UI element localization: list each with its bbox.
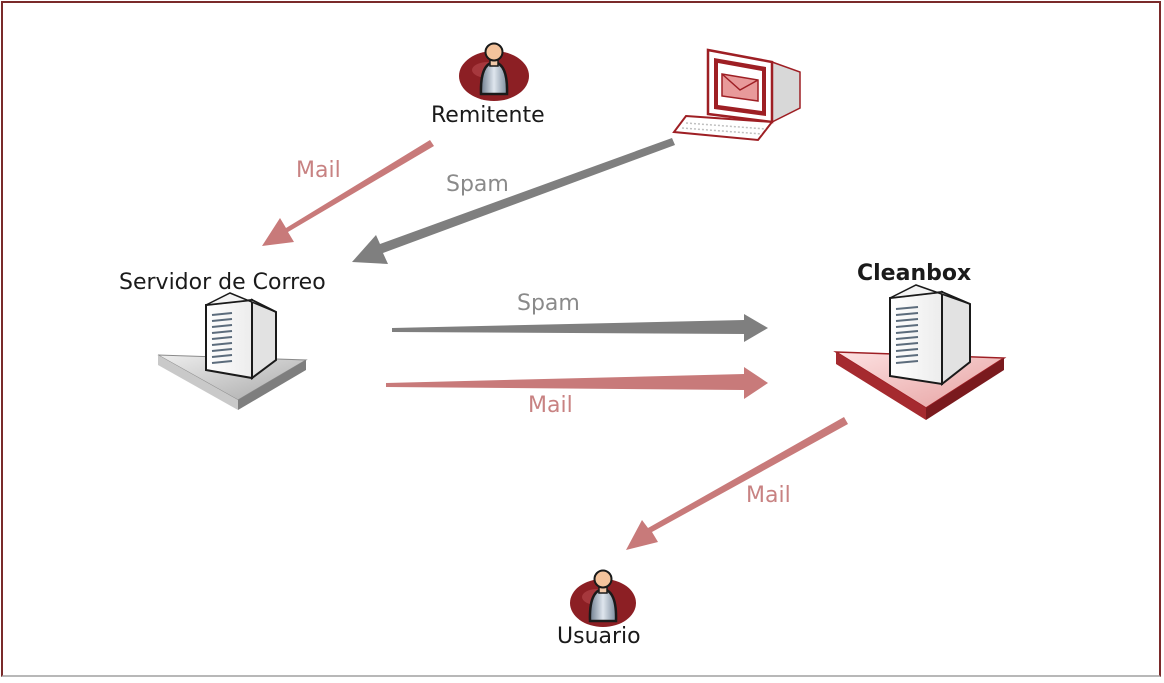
arrow-server-to-cleanbox-mail	[386, 367, 768, 399]
edge-label-server-cleanbox-spam: Spam	[517, 291, 580, 316]
arrow-cleanbox-to-user	[626, 417, 848, 550]
edge-label-server-cleanbox-mail: Mail	[528, 393, 573, 418]
person-icon	[459, 42, 529, 101]
node-label-cleanbox: Cleanbox	[857, 261, 972, 286]
arrow-sender-to-server	[262, 140, 434, 246]
person-icon	[570, 569, 636, 627]
node-label-mail-server: Servidor de Correo	[119, 270, 326, 295]
edge-label-cleanbox-user-mail: Mail	[746, 483, 791, 508]
node-label-sender: Remitente	[431, 103, 545, 128]
arrow-server-to-cleanbox-spam	[392, 314, 768, 342]
edge-label-sender-mail: Mail	[296, 158, 341, 183]
node-label-user: Usuario	[557, 624, 641, 649]
server-icon	[833, 284, 1007, 420]
computer-envelope-icon	[672, 48, 801, 142]
edge-label-spammer-spam: Spam	[446, 172, 509, 197]
server-icon	[157, 292, 308, 410]
arrow-spammer-to-server	[352, 138, 675, 264]
